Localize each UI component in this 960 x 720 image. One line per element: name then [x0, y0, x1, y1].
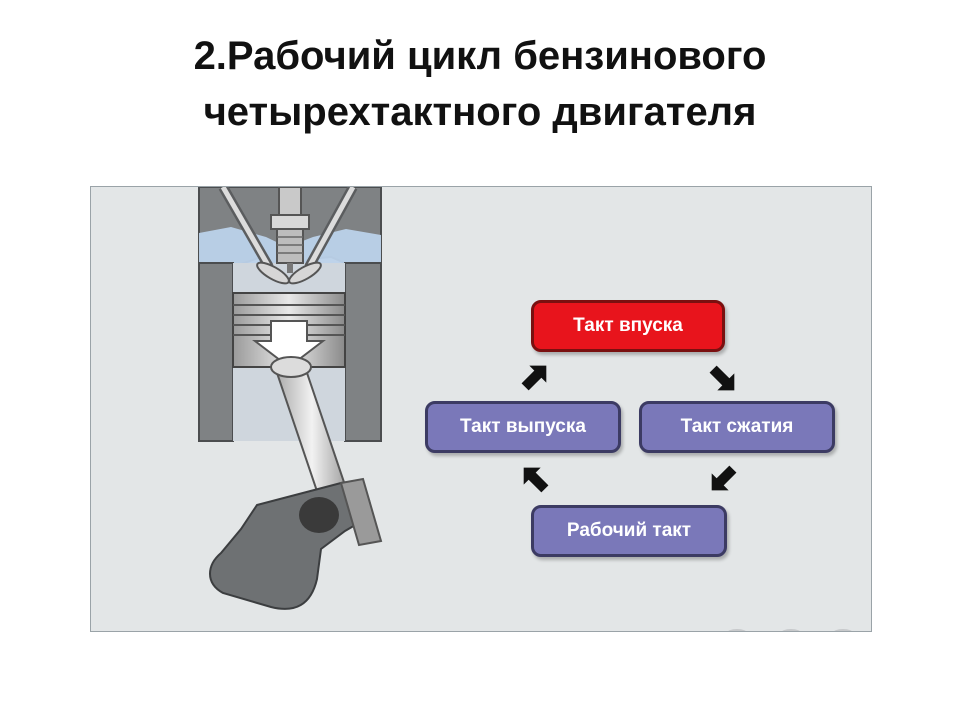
spark-plug-icon — [270, 187, 310, 273]
piston-icon — [232, 292, 346, 369]
connecting-rod-icon — [270, 356, 351, 511]
arrow-to-exhaust-icon — [523, 467, 549, 493]
arrow-to-power-icon — [711, 465, 737, 491]
cycle-arrows — [521, 365, 737, 493]
step-exhaust-label: Такт выпуска — [460, 416, 586, 437]
piston-down-arrow-icon — [252, 320, 326, 369]
intake-valve-icon — [218, 187, 290, 285]
crankshaft-icon — [209, 477, 383, 610]
arrow-to-compression-icon — [709, 365, 735, 391]
step-power-stroke: Рабочий такт — [531, 505, 727, 557]
engine-illustration — [198, 187, 852, 631]
page-title: 2.Рабочий цикл бензинового четырехтактно… — [0, 28, 960, 140]
step-intake-stroke: Такт впуска — [531, 300, 725, 352]
step-power-label: Рабочий такт — [566, 520, 692, 541]
title-line-1: 2.Рабочий цикл бензинового — [193, 34, 767, 78]
step-compression-stroke: Такт сжатия — [639, 401, 835, 453]
step-compression-label: Такт сжатия — [680, 416, 794, 437]
partial-marks — [728, 629, 852, 631]
exhaust-valve-icon — [288, 187, 358, 285]
title-line-2: четырехтактного двигателя — [203, 90, 757, 134]
diagram-panel: Такт впуска Такт сжатия Рабочий такт Так… — [90, 186, 872, 632]
step-exhaust-stroke: Такт выпуска — [425, 401, 621, 453]
arrow-to-intake-icon — [521, 365, 547, 391]
step-intake-label: Такт впуска — [573, 315, 683, 336]
